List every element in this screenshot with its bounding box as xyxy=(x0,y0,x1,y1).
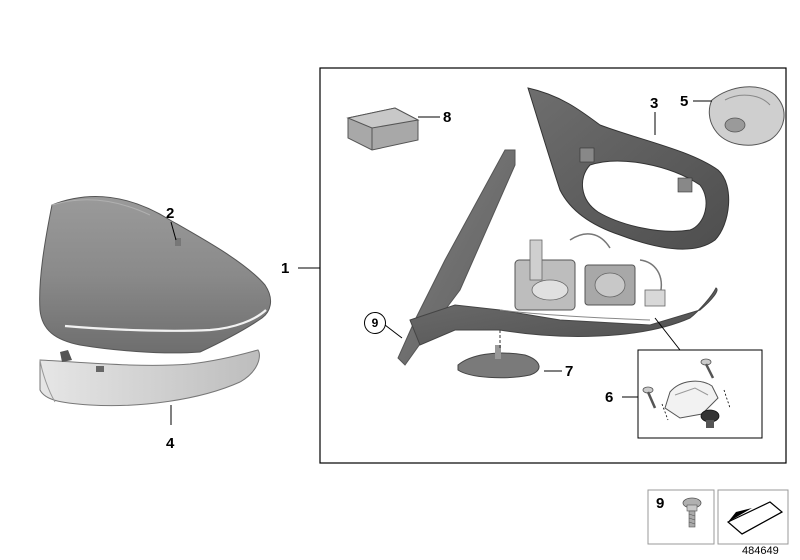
callout-3: 3 xyxy=(650,95,659,112)
assembly-frame xyxy=(319,67,787,464)
base-gasket xyxy=(457,330,540,379)
orientation-arrow-icon xyxy=(726,501,784,535)
mirror-cap xyxy=(39,196,272,354)
legend-label-9: 9 xyxy=(656,495,665,512)
callout-4: 4 xyxy=(166,435,175,452)
foam-block xyxy=(346,107,420,151)
callout-2: 2 xyxy=(166,205,175,222)
clip-bracket xyxy=(664,380,719,419)
leader-2 xyxy=(170,221,177,241)
callout-6: 6 xyxy=(605,389,614,406)
actuator-mechanism xyxy=(514,233,666,311)
callout-1: 1 xyxy=(281,260,290,277)
callout-5: 5 xyxy=(680,93,689,110)
housing-frame xyxy=(527,87,730,250)
legend-screw-icon xyxy=(682,497,702,528)
mirror-base xyxy=(409,287,718,346)
callout-9-circled: 9 xyxy=(364,312,386,334)
legend-box-9 xyxy=(647,489,715,545)
callout-7: 7 xyxy=(565,363,574,380)
screw-a xyxy=(642,386,657,409)
mirror-glass xyxy=(397,149,516,366)
turn-signal-strip xyxy=(39,349,260,407)
grommet xyxy=(700,409,720,428)
leader-9 xyxy=(384,324,403,339)
document-number: 484649 xyxy=(742,545,779,557)
mirror-actuator xyxy=(708,86,785,146)
callout-8: 8 xyxy=(443,109,452,126)
screw-b xyxy=(700,358,715,379)
